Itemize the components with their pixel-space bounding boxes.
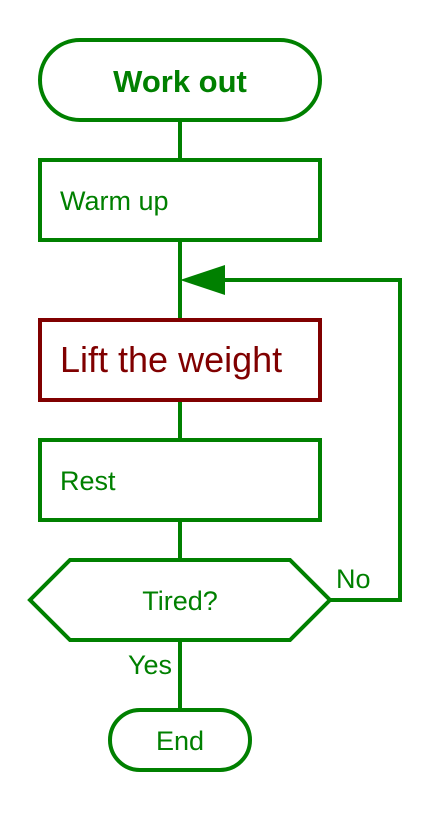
edge-label-no: No (336, 564, 371, 594)
start-label: Work out (113, 64, 247, 99)
node-start: Work out (38, 38, 322, 122)
lift-label: Lift the weight (60, 339, 282, 380)
node-end: End (108, 708, 252, 772)
node-warm-up: Warm up (38, 158, 322, 242)
node-rest: Rest (38, 438, 322, 522)
connector-loop-back (225, 278, 402, 602)
start-terminator-shape (38, 38, 322, 122)
lift-process-shape (38, 318, 322, 402)
connectors (178, 120, 402, 710)
rest-process-shape (38, 438, 322, 522)
end-label: End (156, 726, 204, 756)
warm-up-process-shape (38, 158, 322, 242)
edge-label-yes: Yes (128, 650, 172, 680)
node-lift-the-weight: Lift the weight (38, 318, 322, 402)
decision-label: Tired? (142, 586, 218, 616)
rest-label: Rest (60, 466, 116, 496)
node-decision-tired: Tired? (27, 558, 333, 642)
end-terminator-shape (108, 708, 252, 772)
warm-up-label: Warm up (60, 186, 169, 216)
loop-arrowhead (180, 265, 225, 295)
decision-hexagon-shape (27, 558, 333, 642)
